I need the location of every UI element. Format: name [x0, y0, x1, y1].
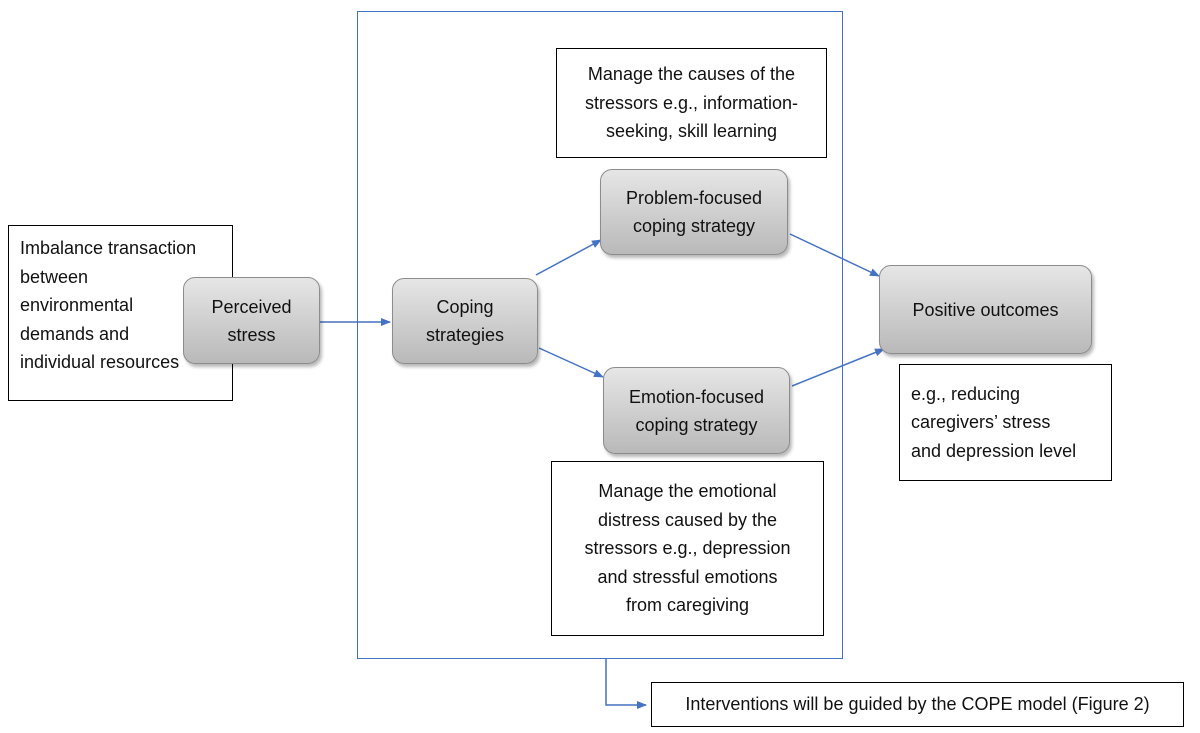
- coping-strategies-node: Coping strategies: [392, 278, 538, 364]
- emotion-focused-note: Manage the emotional distress caused by …: [551, 461, 824, 636]
- interventions-note: Interventions will be guided by the COPE…: [651, 682, 1184, 727]
- coping-section-frame: [357, 11, 843, 659]
- arrow-coping-to-problem: [535, 239, 602, 276]
- arrow-frame-to-interventions: [605, 659, 647, 709]
- problem-focused-note: Manage the causes of the stressors e.g.,…: [556, 48, 827, 158]
- outcome-note: e.g., reducing caregivers’ stress and de…: [899, 364, 1112, 481]
- perceived-stress-node: Perceived stress: [183, 277, 320, 364]
- positive-outcomes-node: Positive outcomes: [879, 265, 1092, 354]
- arrow-coping-to-emotion: [538, 347, 604, 378]
- arrow-problem-to-outcomes: [789, 233, 880, 277]
- problem-focused-node: Problem-focused coping strategy: [600, 169, 788, 255]
- emotion-focused-node: Emotion-focused coping strategy: [603, 367, 790, 454]
- arrow-emotion-to-outcomes: [791, 348, 885, 387]
